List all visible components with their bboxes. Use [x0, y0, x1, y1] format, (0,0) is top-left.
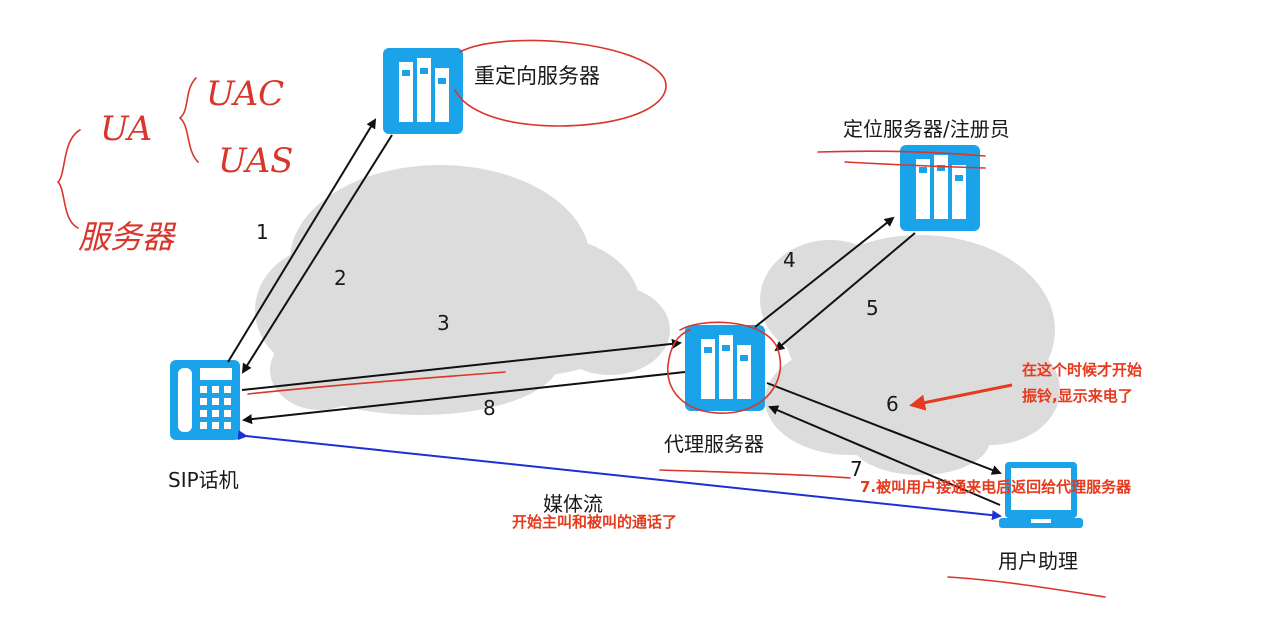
arrow-step-3 — [241, 338, 682, 391]
media-stream-label: 媒体流 — [543, 492, 603, 516]
laptop-icon — [999, 462, 1083, 528]
step-label-8: 8 — [483, 396, 496, 420]
underline-proxy — [659, 469, 851, 479]
underline-user-agent — [947, 576, 1106, 598]
arrow-step-5 — [774, 232, 916, 352]
stroke-step3 — [247, 371, 506, 395]
proxy-server-icon — [685, 325, 765, 411]
sip-phone-label: SIP话机 — [168, 468, 239, 492]
arrow-step-8 — [242, 371, 686, 425]
step-label-7: 7 — [850, 457, 863, 481]
underline-location-2 — [844, 161, 986, 169]
step-label-5: 5 — [866, 296, 879, 320]
circle-proxy — [667, 321, 782, 414]
step7-note: 7.被叫用户接通来电后返回给代理服务器 — [860, 478, 1132, 496]
brace-ua — [56, 129, 81, 229]
step-label-2: 2 — [334, 266, 347, 290]
arrow-step-2 — [241, 134, 393, 374]
handwriting-uas: UAS — [218, 141, 293, 181]
brace-uac-uas — [178, 77, 199, 163]
media-stream-arrow — [237, 430, 1002, 521]
media-note: 开始主叫和被叫的通话了 — [512, 513, 678, 531]
handwriting-uac: UAC — [206, 74, 284, 114]
proxy-server-label: 代理服务器 — [664, 432, 764, 456]
handwritten-ink — [56, 39, 1106, 598]
network-cloud — [255, 165, 670, 415]
step-label-3: 3 — [437, 311, 450, 335]
step-label-4: 4 — [783, 248, 796, 272]
sip-phone-icon — [170, 360, 240, 440]
step-label-1: 1 — [256, 220, 269, 244]
location-server-icon — [900, 145, 980, 231]
ringing-note-line2: 振铃,显示来电了 — [1022, 387, 1133, 405]
handwriting-ua: UA — [100, 109, 152, 149]
user-agent-label: 用户助理 — [998, 549, 1078, 573]
step-label-6: 6 — [886, 392, 899, 416]
redirect-server-icon — [383, 48, 463, 134]
underline-location — [817, 150, 986, 157]
location-server-label: 定位服务器/注册员 — [843, 117, 1010, 141]
circle-redirect-label — [454, 39, 667, 127]
ringing-note-line1: 在这个时候才开始 — [1022, 361, 1143, 379]
redirect-server-label: 重定向服务器 — [474, 64, 600, 88]
handwriting-server: 服务器 — [78, 218, 177, 256]
arrow-step-4 — [754, 216, 895, 328]
arrow-step-1 — [227, 118, 377, 363]
annotation-arrow — [909, 383, 1013, 411]
